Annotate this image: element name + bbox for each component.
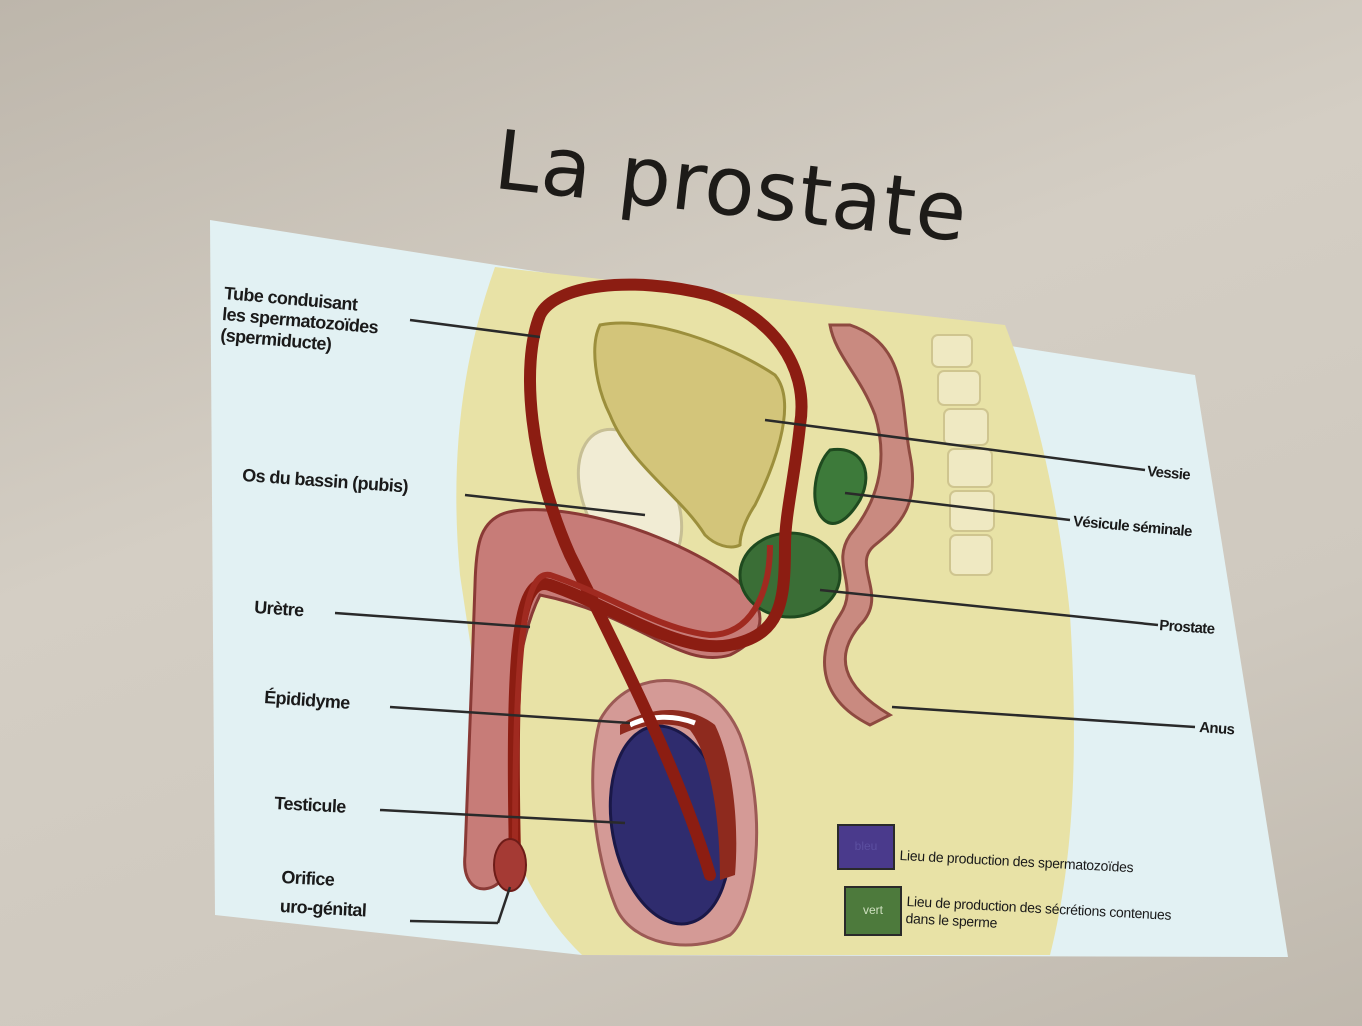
- label-testicule: Testicule: [274, 793, 346, 818]
- label-prostate: Prostate: [1159, 615, 1216, 640]
- label-orifice-line-2: uro-génital: [279, 896, 366, 921]
- label-tube: Tube conduisant les spermatozoïdes (sper…: [220, 283, 381, 359]
- legend-swatch-green-label: vert: [847, 903, 899, 917]
- label-vessie: Vessie: [1146, 461, 1191, 486]
- anatomy-figure: Tube conduisant les spermatozoïdes (sper…: [210, 215, 1290, 955]
- label-uretre: Urètre: [254, 597, 305, 621]
- legend-swatch-blue-label: bleu: [840, 839, 892, 853]
- label-orifice: Orifice uro-génital: [279, 867, 368, 921]
- label-orifice-line-1: Orifice: [281, 867, 368, 892]
- urethral-orifice: [494, 839, 526, 891]
- label-anus: Anus: [1199, 717, 1235, 740]
